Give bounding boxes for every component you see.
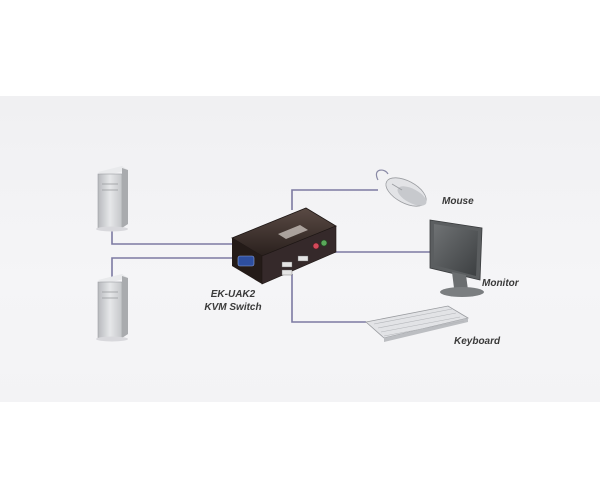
mouse-label: Mouse [442, 196, 474, 207]
switch-caption: EK-UAK2 KVM Switch [188, 288, 278, 314]
pc-tower-2 [96, 274, 128, 342]
switch-type-label: KVM Switch [204, 302, 262, 313]
keyboard [365, 305, 470, 342]
keyboard-label: Keyboard [454, 336, 501, 347]
monitor [429, 219, 484, 297]
cable-mouse [291, 189, 378, 210]
monitor-label: Monitor [482, 278, 519, 289]
mouse [375, 169, 427, 207]
cable-pc1 [111, 218, 234, 245]
cable-keyboard [291, 274, 366, 323]
cable-pc2 [111, 257, 236, 278]
pc-tower-1 [96, 166, 128, 232]
switch-model-label: EK-UAK2 [210, 289, 256, 300]
kvm-switch [231, 207, 337, 285]
